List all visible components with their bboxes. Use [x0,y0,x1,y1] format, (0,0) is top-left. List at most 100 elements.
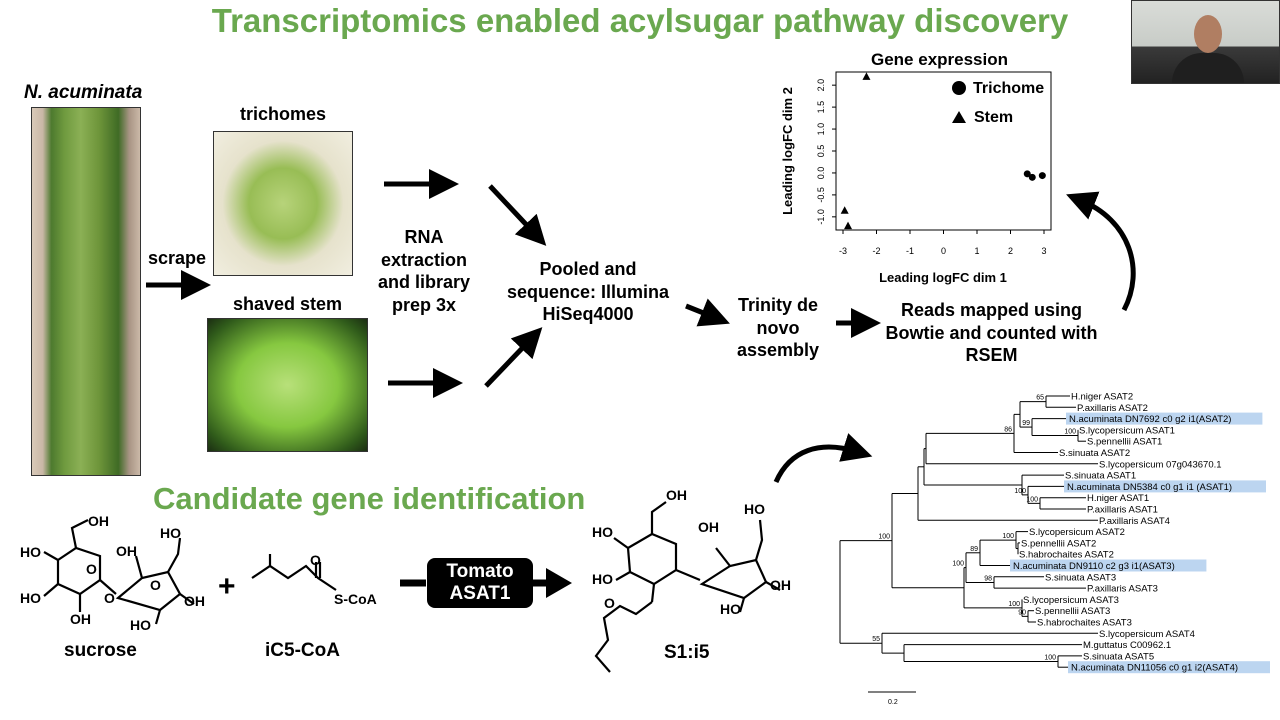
svg-text:O: O [86,561,97,577]
tree-leaf-label: P.axillaris ASAT2 [1077,403,1148,414]
bootstrap-value: 100 [1008,601,1020,608]
tree-leaf-label: H.niger ASAT2 [1071,392,1133,403]
y-tick-label: 1.5 [816,101,826,114]
tree-leaf-label: S.sinuata ASAT5 [1083,651,1154,662]
bootstrap-value: 100 [1044,655,1056,662]
product-label: S1:i5 [664,642,710,663]
bootstrap-value: 89 [970,546,978,553]
tree-leaf-label: S.pennellii ASAT1 [1087,437,1162,448]
svg-text:OH: OH [698,519,719,535]
svg-text:O: O [150,577,161,593]
shaved-stem-label: shaved stem [232,294,343,314]
bootstrap-value: 100 [1002,533,1014,540]
tree-leaf-label: S.habrochaites ASAT2 [1019,550,1114,561]
chemistry-structures: HO HO OH OH OH HO OH HO O O O O S-CoA OH… [20,487,791,673]
svg-text:HO: HO [592,524,613,540]
stem-photo [31,107,141,476]
tomato-asat1-box: Tomato ASAT1 [427,558,533,608]
svg-text:HO: HO [130,617,151,633]
bootstrap-value: 98 [984,575,992,582]
x-tick-label: 2 [1008,246,1013,256]
tree-leaf-label: S.pennellii ASAT3 [1035,606,1110,617]
svg-text:HO: HO [20,544,41,560]
tree-leaf-label: S.lycopersicum 07g043670.1 [1099,459,1222,470]
sucrose-label: sucrose [64,640,137,661]
svg-text:OH: OH [88,513,109,529]
pooled-sequencing-step: Pooled and sequence: Illumina HiSeq4000 [506,259,670,324]
trinity-arrow [685,298,730,327]
stem-point [844,221,853,230]
slide-title: Transcriptomics enabled acylsugar pathwa… [211,2,1069,39]
tree-leaf-label: P.axillaris ASAT4 [1099,516,1170,527]
y-tick-label: -0.5 [816,187,826,203]
svg-text:OH: OH [70,611,91,627]
bootstrap-value: 100 [952,561,964,568]
tree-leaf-label: H.niger ASAT1 [1087,493,1149,504]
sucrose-fructose-ring [115,570,182,612]
product-fructose-ring [699,558,768,600]
legend-stem: Stem [974,109,1013,126]
bootstrap-value: 100 [1014,488,1026,495]
plus-sign: + [218,570,236,603]
shaved-stem-photo [207,318,368,452]
reads-mapped-step: Reads mapped using Bowtie and counted wi… [885,300,1098,365]
bootstrap-value: 90 [1018,609,1026,616]
svg-text:HO: HO [744,501,765,517]
pool-arrow-top [488,184,547,246]
y-tick-label: 1.0 [816,123,826,136]
y-axis-label: Leading logFC dim 2 [780,87,795,215]
svg-text:O: O [604,595,615,611]
plot-legend: Trichome Stem [952,80,1044,126]
tree-leaf-label: N.acuminata DN9110 c2 g3 i1(ASAT3) [1013,561,1175,572]
x-tick-label: -2 [872,246,880,256]
tree-leaf-label: S.lycopersicum ASAT2 [1029,527,1125,538]
trichome-point [1028,173,1036,181]
svg-text:OH: OH [184,593,205,609]
bootstrap-value: 55 [872,636,880,643]
svg-text:OH: OH [770,577,791,593]
svg-text:HO: HO [592,571,613,587]
tree-arrow [773,433,873,484]
x-tick-label: 3 [1041,246,1046,256]
svg-text:S-CoA: S-CoA [334,591,377,607]
tree-leaf-label: S.lycopersicum ASAT1 [1079,425,1175,436]
pool-arrow-bottom [484,327,543,388]
bootstrap-value: 99 [1022,420,1030,427]
trichomes-label: trichomes [239,104,327,124]
svg-text:HO: HO [160,525,181,541]
expression-arrow [1066,191,1136,312]
highlight-box [1068,661,1270,674]
ic5-chain [251,564,337,591]
highlight-box [1064,480,1266,493]
svg-text:HO: HO [20,590,41,606]
rna-extraction-step: RNA extraction and library prep 3x [377,227,471,315]
tree-leaf-label: S.sinuata ASAT2 [1059,448,1130,459]
bootstrap-value: 86 [1004,426,1012,433]
y-tick-label: 0.0 [816,167,826,180]
ic5-coa-label: iC5-CoA [265,640,340,661]
tree-leaf-label: S.sinuata ASAT1 [1065,471,1136,482]
svg-text:O: O [104,590,115,606]
tree-leaf-label: S.pennellii ASAT2 [1021,538,1096,549]
bootstrap-value: 100 [1026,496,1038,503]
x-axis-label: Leading logFC dim 1 [879,270,1007,285]
tree-leaf-label: P.axillaris ASAT3 [1087,584,1158,595]
trichome-point [1038,172,1046,180]
svg-text:OH: OH [116,543,137,559]
product-acyl-chain [594,601,653,673]
legend-trichome: Trichome [973,80,1044,97]
tree-leaf-label: N.acuminata DN5384 c0 g1 i1 (ASAT1) [1067,482,1232,493]
scrape-label: scrape [147,248,207,268]
bootstrap-value: 100 [1064,429,1076,436]
x-tick-label: -3 [839,246,847,256]
y-tick-label: 0.5 [816,145,826,158]
trinity-assembly-step: Trinity de novo assembly [736,295,820,360]
product-glucose-ring [626,532,678,586]
section-title-candidate: Candidate gene identification [153,481,586,516]
tree-leaf-label: S.lycopersicum ASAT3 [1023,595,1119,606]
tree-leaf-label: P.axillaris ASAT1 [1087,505,1158,516]
bootstrap-value: 65 [1036,395,1044,402]
